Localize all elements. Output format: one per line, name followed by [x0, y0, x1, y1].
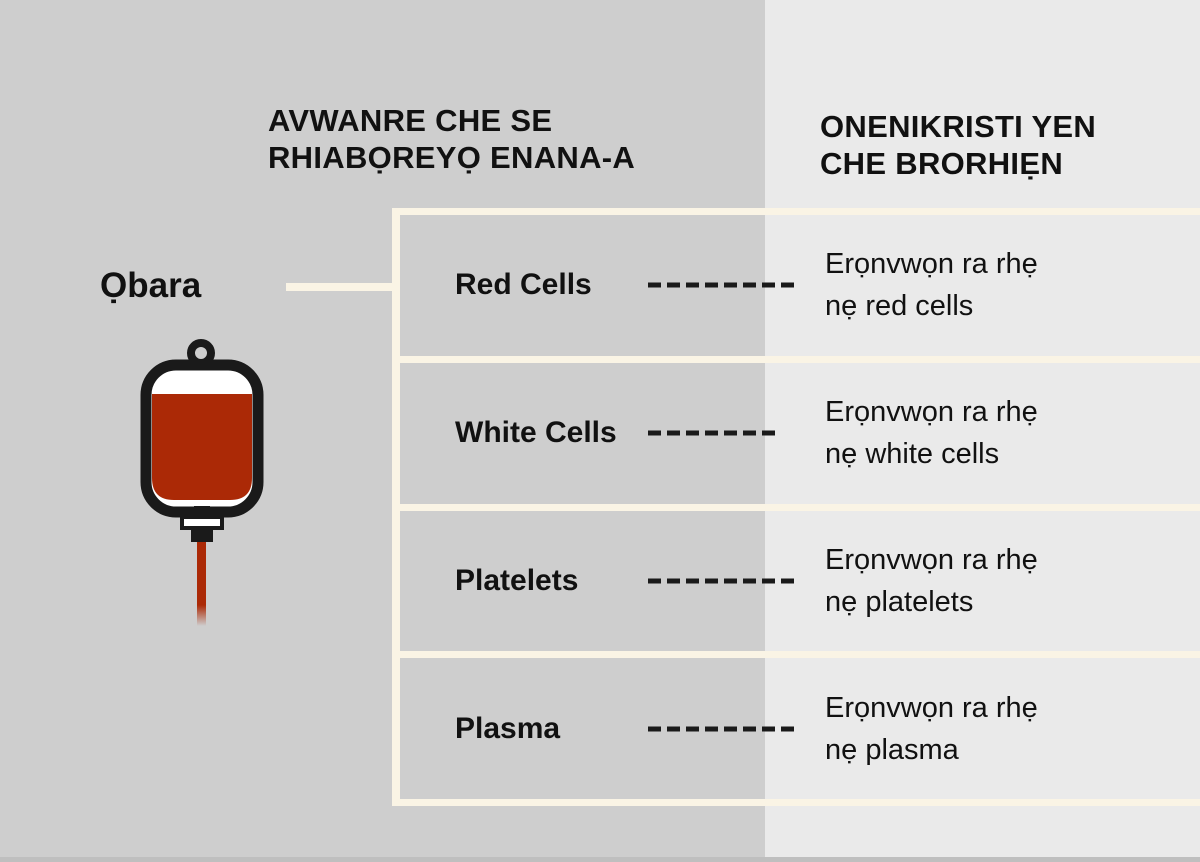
component-label: Red Cells	[455, 268, 592, 302]
dashed-connector	[648, 282, 794, 288]
table-row-platelets: Platelets Erọnvwọn ra rhẹ nẹ platelets	[400, 511, 1200, 659]
dashed-connector	[648, 726, 794, 732]
right-header-line2: CHE BRORHIẸN	[820, 146, 1064, 181]
left-header-line1: AVWANRE CHE SE	[268, 103, 553, 138]
bag-blood-fill	[152, 394, 252, 500]
dashed-connector	[648, 578, 794, 584]
component-label: White Cells	[455, 416, 617, 450]
table-row-white-cells: White Cells Erọnvwọn ra rhẹ nẹ white cel…	[400, 363, 1200, 511]
left-column-header: AVWANRE CHE SE RHIABỌREYỌ ENANA-A	[268, 102, 635, 176]
bottom-edge-strip	[0, 857, 1200, 862]
component-description: Erọnvwọn ra rhẹ nẹ red cells	[825, 243, 1038, 327]
component-description: Erọnvwọn ra rhẹ nẹ white cells	[825, 391, 1038, 475]
description-line2: nẹ platelets	[825, 585, 974, 618]
description-line1: Erọnvwọn ra rhẹ	[825, 691, 1038, 724]
description-line1: Erọnvwọn ra rhẹ	[825, 396, 1038, 429]
description-line2: nẹ red cells	[825, 290, 974, 323]
bag-spout-nub	[191, 529, 213, 542]
right-header-line1: ONENIKRISTI YEN	[820, 109, 1097, 144]
dashed-connector	[648, 430, 775, 436]
left-header-line2: RHIABỌREYỌ ENANA-A	[268, 140, 636, 175]
table-row-red-cells: Red Cells Erọnvwọn ra rhẹ nẹ red cells	[400, 215, 1200, 363]
right-column-background	[765, 0, 1200, 862]
component-description: Erọnvwọn ra rhẹ nẹ plasma	[825, 687, 1038, 771]
description-line1: Erọnvwọn ra rhẹ	[825, 543, 1038, 576]
blood-bag-icon	[140, 339, 264, 626]
component-label: Platelets	[455, 563, 579, 597]
description-line2: nẹ plasma	[825, 733, 959, 766]
source-connector-line	[286, 283, 396, 291]
right-column-header: ONENIKRISTI YEN CHE BRORHIẸN	[820, 108, 1096, 182]
component-description: Erọnvwọn ra rhẹ nẹ platelets	[825, 539, 1038, 623]
description-line2: nẹ white cells	[825, 438, 1000, 471]
description-line1: Erọnvwọn ra rhẹ	[825, 248, 1038, 281]
component-table: Red Cells Erọnvwọn ra rhẹ nẹ red cells W…	[392, 208, 1200, 806]
component-label: Plasma	[455, 711, 561, 745]
bag-tube	[197, 542, 206, 626]
bag-spout-collar	[180, 515, 224, 530]
source-label: Ọbara	[100, 266, 202, 305]
table-row-plasma: Plasma Erọnvwọn ra rhẹ nẹ plasma	[400, 658, 1200, 799]
